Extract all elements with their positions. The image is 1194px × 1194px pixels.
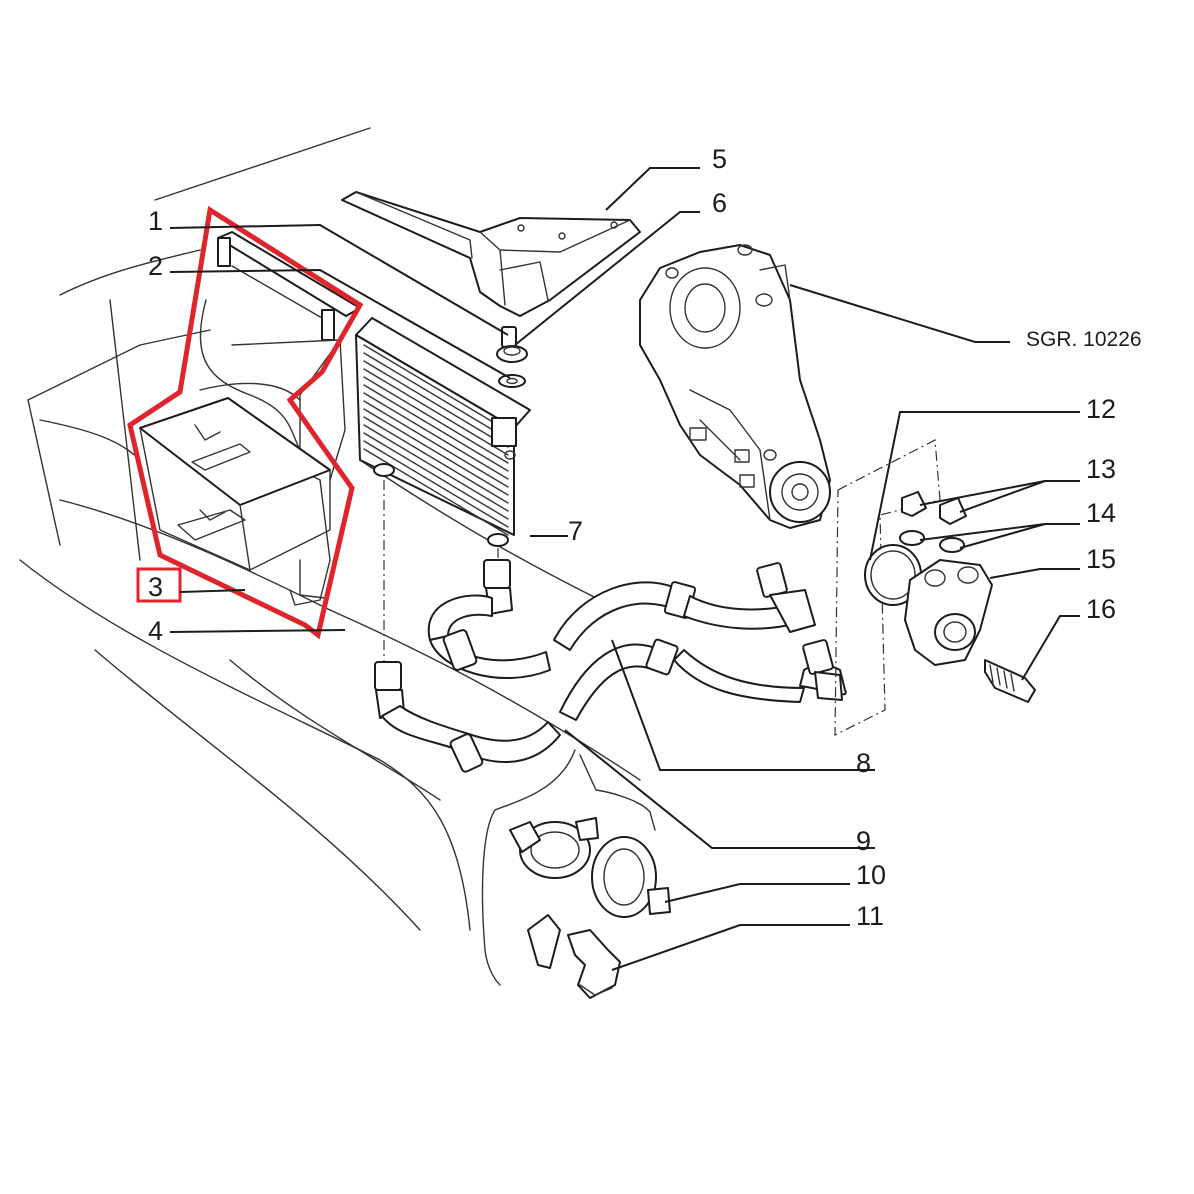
bracket-part-5 bbox=[341, 191, 641, 317]
bolt-washer-part-6 bbox=[496, 326, 528, 388]
highlight-label-box bbox=[136, 567, 182, 603]
callout-4: 4 bbox=[148, 616, 163, 646]
callout-10: 10 bbox=[856, 860, 886, 890]
callouts: 1 2 3 4 5 6 7 8 9 10 11 12 13 14 15 16 S… bbox=[148, 144, 1142, 931]
crossbar-part-2 bbox=[217, 231, 361, 341]
callout-8: 8 bbox=[856, 748, 871, 778]
hose-clips-parts bbox=[481, 749, 671, 999]
tray-part-3 bbox=[139, 397, 331, 599]
oil-cooler-radiator bbox=[355, 317, 531, 547]
callout-14: 14 bbox=[1086, 498, 1116, 528]
leader-lines bbox=[169, 167, 1080, 971]
callout-12: 12 bbox=[1086, 394, 1116, 424]
callout-2: 2 bbox=[148, 251, 163, 281]
drawing-reference: SGR. 10226 bbox=[1026, 328, 1142, 351]
hoses-part-8 bbox=[374, 559, 847, 773]
callout-11: 11 bbox=[856, 901, 884, 931]
callout-5: 5 bbox=[712, 144, 727, 174]
callout-3: 3 bbox=[148, 572, 163, 602]
assembly-boundary bbox=[834, 439, 941, 736]
callout-16: 16 bbox=[1086, 594, 1116, 624]
callout-1: 1 bbox=[148, 206, 163, 236]
car-body-outline bbox=[19, 127, 641, 931]
callout-13: 13 bbox=[1086, 454, 1116, 484]
highlight-outline bbox=[127, 205, 364, 640]
callout-7: 7 bbox=[568, 516, 583, 546]
filter-adapter-parts bbox=[864, 491, 1036, 703]
callout-15: 15 bbox=[1086, 544, 1116, 574]
oil-filter-housing bbox=[639, 244, 831, 529]
callout-9: 9 bbox=[856, 826, 871, 856]
callout-6: 6 bbox=[712, 188, 727, 218]
